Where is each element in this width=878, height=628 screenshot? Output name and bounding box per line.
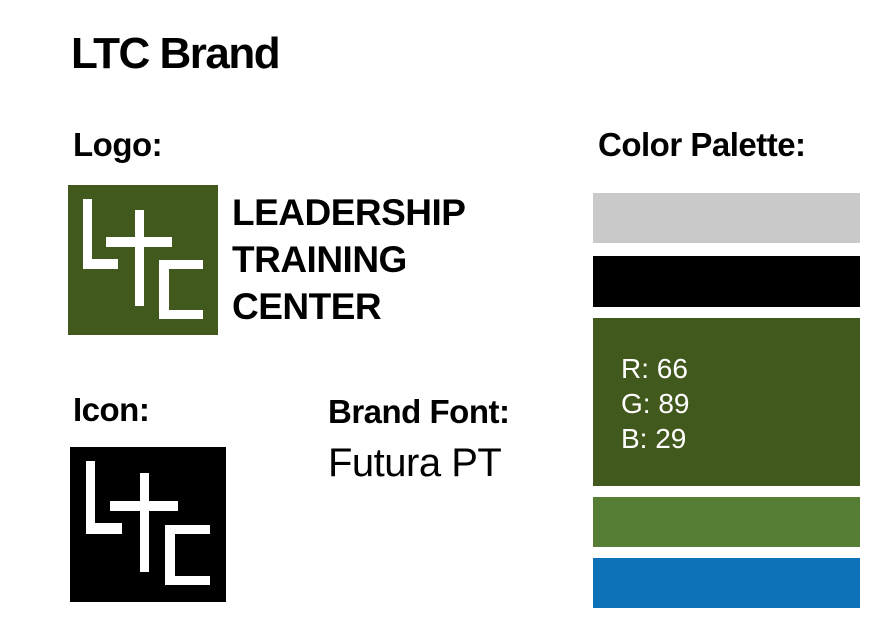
monogram-c-bottom-bar [165,575,210,585]
icon-section-label: Icon: [73,391,150,428]
wordmark-line-3: CENTER [232,286,382,327]
monogram-c-top-bar [165,524,210,535]
wordmark-line-2: TRAINING [232,239,407,280]
monogram-t-cross-bar [109,500,178,511]
ltc-logo [68,185,218,335]
monogram-l-foot-bar [83,258,118,270]
swatch-brand-dark-green: R: 66 G: 89 B: 29 [593,318,860,486]
ltc-monogram-icon [68,185,218,335]
rgb-value-red: R: 66 [621,353,688,384]
wordmark-line-1: LEADERSHIP [232,192,466,233]
monogram-l-stem-bar [86,460,96,535]
rgb-value-blue: B: 29 [621,423,687,454]
monogram-c-spine-bar [159,260,169,319]
swatch-rgb-values: R: 66 G: 89 B: 29 [621,351,860,456]
logo-section-label: Logo: [73,126,163,163]
page-title: LTC Brand [71,29,281,78]
swatch-blue [593,558,860,608]
monogram-l-foot-bar [86,523,122,535]
font-section-label: Brand Font: [328,393,510,430]
rgb-value-green: G: 89 [621,388,690,419]
monogram-t-cross-bar [106,237,172,247]
brand-font-name: Futura PT [328,441,502,485]
monogram-c-top-bar [159,260,203,270]
swatch-medium-green [593,497,860,547]
monogram-t-stem-bar [135,210,145,307]
monogram-c-spine-bar [165,524,175,585]
swatch-black [593,256,860,307]
monogram-l-stem-bar [83,198,93,270]
palette-section-label: Color Palette: [598,126,806,163]
logo-wordmark: LEADERSHIP TRAINING CENTER [232,189,466,330]
ltc-monogram-icon [70,447,226,602]
ltc-app-icon [70,447,226,602]
swatch-light-gray [593,193,860,243]
monogram-t-stem-bar [140,473,150,573]
monogram-c-bottom-bar [159,309,203,319]
